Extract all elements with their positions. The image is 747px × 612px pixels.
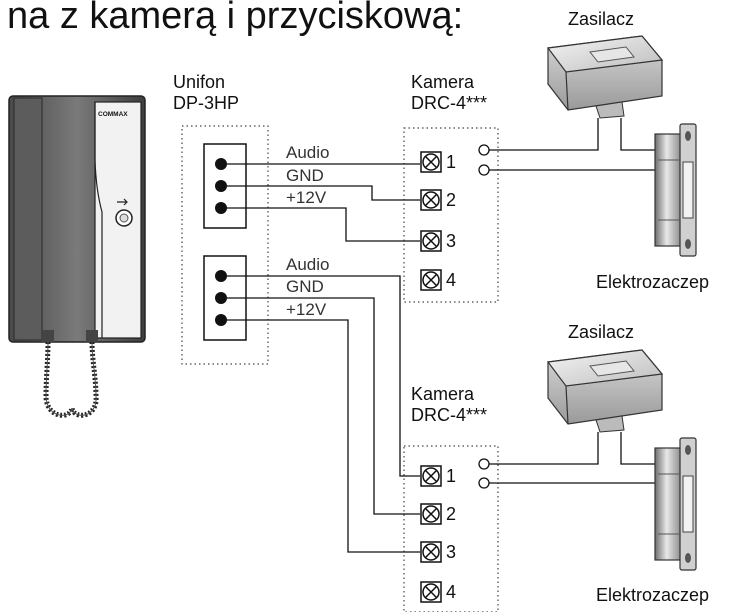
- power-supply-top-label: Zasilacz: [568, 9, 634, 29]
- terminal-3-top-icon: [420, 230, 442, 252]
- terminal-1-top-icon: [420, 151, 442, 173]
- electric-lock-top-illustration: [654, 123, 697, 257]
- unifon-model-label: DP-3HP: [173, 93, 239, 113]
- wire-switch-bottom-a: [489, 432, 599, 465]
- electric-lock-bottom-label: Elektrozaczep: [596, 585, 709, 605]
- wire-switch-top-a: [489, 118, 599, 151]
- wire-label-audio-bottom: Audio: [286, 255, 329, 274]
- electric-lock-bottom-illustration: [654, 437, 697, 571]
- terminal-number-1-top: 1: [446, 152, 456, 172]
- unifon-name-label: Unifon: [173, 72, 225, 92]
- terminal-number-2-bottom: 2: [446, 504, 456, 524]
- switch-contact-bottom-a-icon: [478, 458, 490, 470]
- diagram-title: na z kamerą i przyciskową:: [7, 0, 463, 37]
- wire-label-gnd-top: GND: [286, 166, 324, 185]
- terminal-number-1-bottom: 1: [446, 466, 456, 486]
- terminal-number-4-top: 4: [446, 270, 456, 290]
- power-supply-bottom-label: Zasilacz: [568, 322, 634, 342]
- camera-bottom-terminal-area: [403, 445, 499, 612]
- terminal-number-3-bottom: 3: [446, 542, 456, 562]
- camera-top-terminal-area: [403, 127, 499, 303]
- intercom-handset-illustration: COMMAX: [8, 95, 146, 418]
- switch-contact-top-b-icon: [478, 164, 490, 176]
- camera-top-model-label: DRC-4***: [411, 93, 487, 113]
- terminal-2-top-icon: [420, 189, 442, 211]
- terminal-3-bottom-icon: [420, 541, 442, 563]
- terminal-1-bottom-icon: [420, 465, 442, 487]
- wire-12v-bottom: [227, 319, 420, 553]
- wire-gnd-top: [227, 185, 420, 201]
- wire-label-audio-top: Audio: [286, 143, 329, 162]
- wire-supply-bottom-to-lock: [620, 432, 660, 465]
- terminal-4-top-icon: [420, 269, 442, 291]
- power-supply-top-illustration: [546, 35, 664, 119]
- switch-contact-top-a-icon: [478, 144, 490, 156]
- terminal-number-4-bottom: 4: [446, 582, 456, 602]
- camera-bottom-model-label: DRC-4***: [411, 405, 487, 425]
- electric-lock-top-label: Elektrozaczep: [596, 272, 709, 292]
- wire-audio-bottom: [227, 275, 420, 477]
- terminal-number-3-top: 3: [446, 231, 456, 251]
- wire-label-12v-top: +12V: [286, 188, 327, 207]
- wire-label-12v-bottom: +12V: [286, 300, 327, 319]
- wire-supply-top-to-lock: [620, 118, 660, 151]
- wire-12v-top: [227, 207, 420, 242]
- camera-bottom-name-label: Kamera: [411, 384, 475, 404]
- switch-contact-bottom-b-icon: [478, 477, 490, 489]
- handset-coiled-cord: [43, 341, 99, 418]
- power-supply-bottom-illustration: [546, 349, 664, 433]
- terminal-2-bottom-icon: [420, 503, 442, 525]
- brand-logo-text: COMMAX: [98, 111, 128, 118]
- terminal-number-2-top: 2: [446, 190, 456, 210]
- wire-label-gnd-bottom: GND: [286, 277, 324, 296]
- wire-gnd-bottom: [227, 297, 420, 515]
- terminal-4-bottom-icon: [420, 581, 442, 603]
- camera-top-name-label: Kamera: [411, 72, 475, 92]
- unifon-connector-bottom: [203, 255, 247, 341]
